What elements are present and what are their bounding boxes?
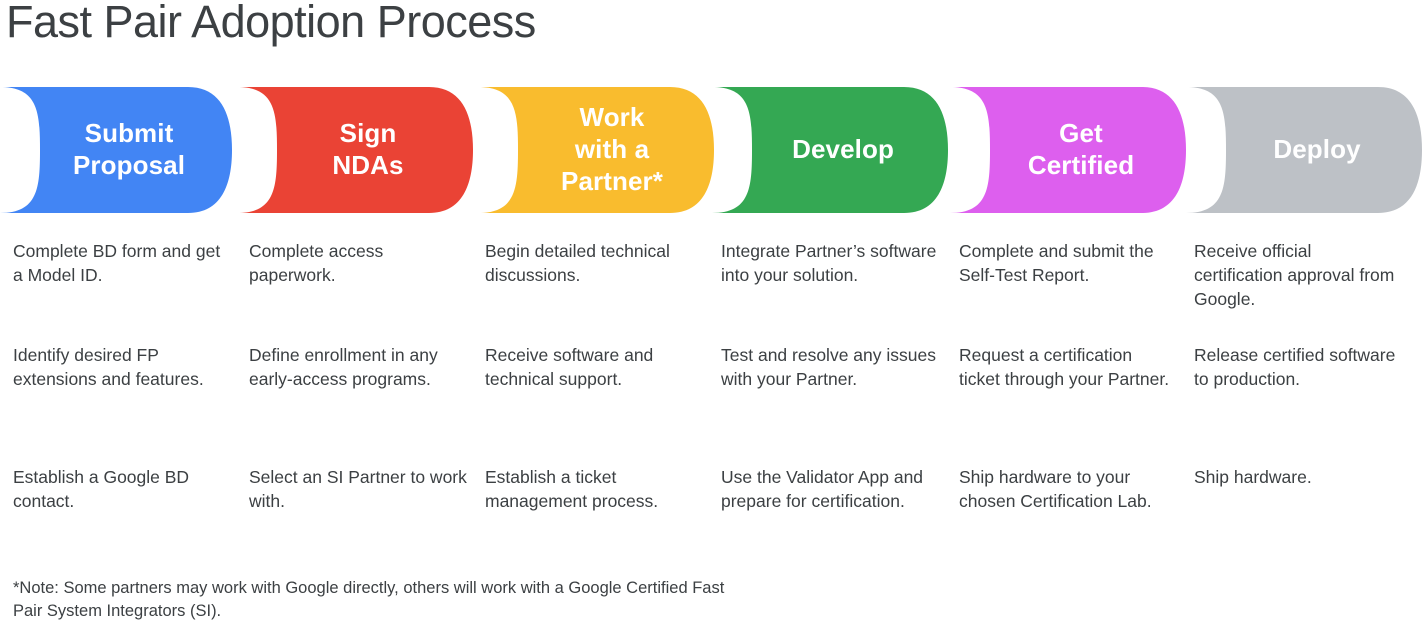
step-item: Begin detailed technical discussions. — [485, 241, 670, 285]
chevron-shape-icon — [712, 87, 948, 213]
step-item: Use the Validator App and prepare for ce… — [721, 467, 924, 511]
chevron-shape-icon — [0, 87, 232, 213]
chevron-shape-icon — [478, 87, 714, 213]
page-title: Fast Pair Adoption Process — [6, 0, 536, 47]
chevron-shape-icon — [1186, 87, 1422, 213]
step-item: Request a certification ticket through y… — [959, 345, 1170, 389]
step-item: Define enrollment in any early-access pr… — [249, 345, 438, 389]
step-item: Receive software and technical support. — [485, 345, 654, 389]
process-stage-develop[interactable]: Develop — [712, 87, 948, 213]
step-item: Establish a ticket management process. — [485, 467, 659, 511]
step-item: Complete BD form and get a Model ID. — [13, 241, 221, 285]
chevron-shape-icon — [950, 87, 1186, 213]
process-stage-deploy[interactable]: Deploy — [1186, 87, 1422, 213]
step-item: Select an SI Partner to work with. — [249, 467, 467, 511]
step-item: Integrate Partner’s software into your s… — [721, 241, 937, 285]
chevron-shape-icon — [237, 87, 473, 213]
step-item: Receive official certification approval … — [1194, 241, 1395, 309]
step-item: Release certified software to production… — [1194, 345, 1396, 389]
footnote: *Note: Some partners may work with Googl… — [13, 579, 725, 621]
step-item: Ship hardware to your chosen Certificati… — [959, 467, 1152, 511]
step-item: Complete and submit the Self-Test Report… — [959, 241, 1154, 285]
step-item: Establish a Google BD contact. — [13, 467, 190, 511]
step-item: Complete access paperwork. — [249, 241, 384, 285]
step-item: Ship hardware. — [1194, 467, 1312, 487]
step-item: Identify desired FP extensions and featu… — [13, 345, 204, 389]
process-stage-label-deploy: Deploy — [1273, 134, 1361, 165]
step-item: Test and resolve any issues with your Pa… — [721, 345, 936, 389]
process-stage-label-develop: Develop — [792, 134, 894, 165]
